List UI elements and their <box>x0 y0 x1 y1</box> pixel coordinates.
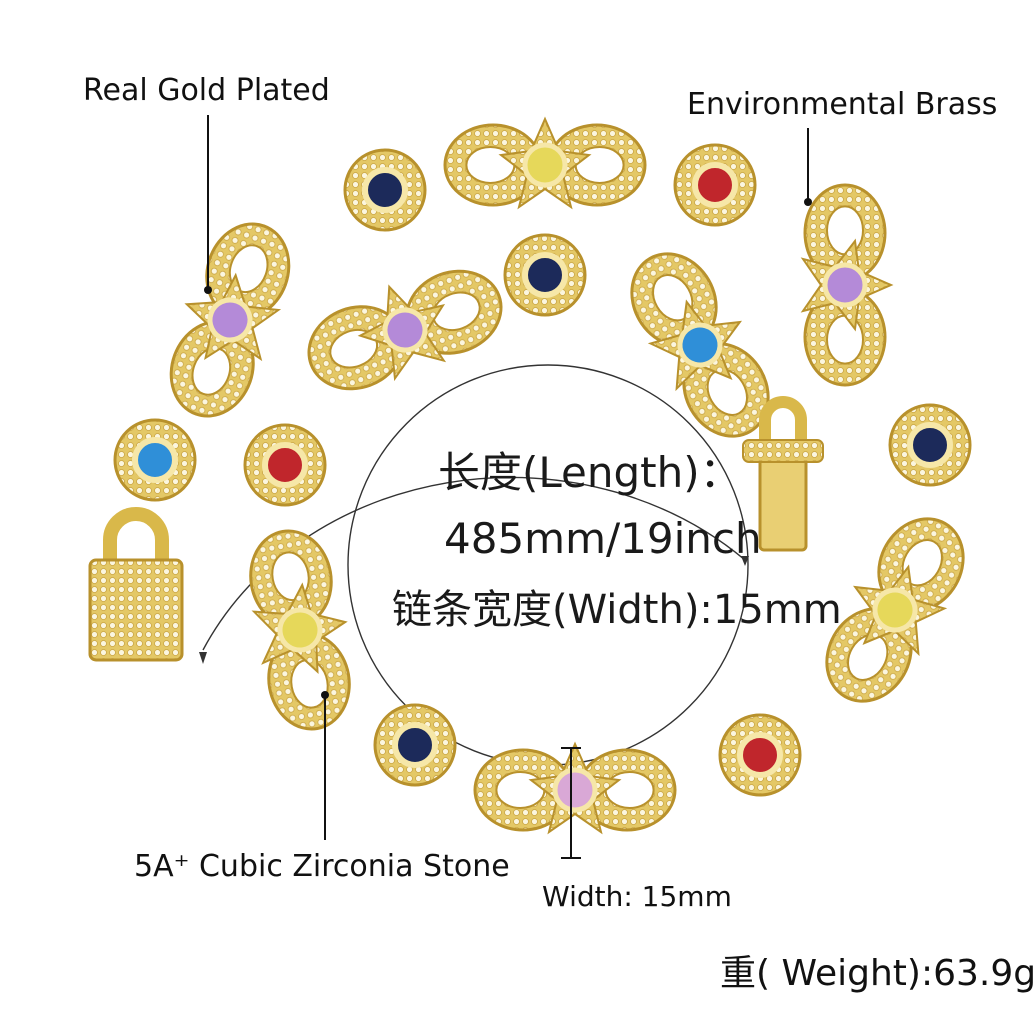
arrow-head-right <box>741 556 749 566</box>
figure-eight-link <box>443 116 647 210</box>
arrow-head-left <box>199 652 207 664</box>
width-label: Width: 15mm <box>542 880 732 913</box>
leader-dot-gold <box>204 286 212 294</box>
figure-eight-link <box>800 183 894 387</box>
gemstone <box>362 167 408 213</box>
gemstone <box>737 732 783 778</box>
chain-width-text: 链条宽度(Width):15mm <box>392 587 842 633</box>
weight-label: 重( Weight):63.9g <box>720 953 1036 994</box>
leader-dot-brass <box>804 198 812 206</box>
gemstone <box>872 587 918 633</box>
gemstone <box>522 142 568 188</box>
gemstone <box>552 767 598 813</box>
link-hole <box>826 314 864 365</box>
leader-dot-stone <box>321 691 329 699</box>
gemstone <box>692 162 738 208</box>
gemstone <box>207 297 253 343</box>
link-hole <box>465 146 516 184</box>
link-hole <box>495 771 546 809</box>
gemstone <box>677 322 723 368</box>
gemstone <box>382 307 428 353</box>
gemstone <box>522 252 568 298</box>
chain-links <box>113 116 972 835</box>
figure-eight-link <box>307 269 503 391</box>
gemstone <box>822 262 868 308</box>
figure-eight-link <box>169 222 291 418</box>
link-hole <box>604 771 655 809</box>
figure-eight-link <box>825 517 965 703</box>
padlock-clasp <box>88 507 184 662</box>
bar-clasp <box>742 396 824 552</box>
length-value: 485mm/19inch <box>444 514 762 563</box>
length-title: 长度(Length)： <box>438 448 742 497</box>
gemstone <box>262 442 308 488</box>
gemstone <box>132 437 178 483</box>
gemstone <box>907 422 953 468</box>
figure-eight-link <box>473 741 677 835</box>
link-hole <box>574 146 625 184</box>
link-hole <box>826 205 864 256</box>
real-gold-plated-label: Real Gold Plated <box>83 73 330 108</box>
figure-eight-link <box>630 252 770 438</box>
gemstone <box>277 607 323 653</box>
figure-eight-link <box>249 529 351 731</box>
environmental-brass-label: Environmental Brass <box>687 87 998 122</box>
gemstone <box>392 722 438 768</box>
cubic-zirconia-label: 5A⁺ Cubic Zirconia Stone <box>134 849 510 884</box>
